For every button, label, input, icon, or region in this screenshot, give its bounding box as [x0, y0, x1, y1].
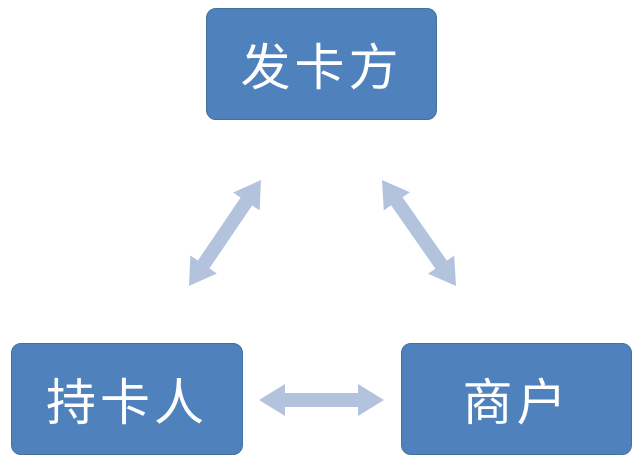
- node-issuer: 发卡方: [206, 8, 437, 120]
- node-issuer-label: 发卡方: [240, 39, 403, 97]
- node-cardholder: 持卡人: [11, 343, 243, 455]
- arrow-issuer-merchant: [382, 180, 456, 286]
- node-cardholder-label: 持卡人: [46, 374, 208, 432]
- arrow-holder-merchant: [259, 384, 384, 416]
- arrow-holder-issuer: [189, 180, 261, 286]
- node-merchant-label: 商户: [462, 374, 571, 432]
- node-merchant: 商户: [401, 343, 632, 455]
